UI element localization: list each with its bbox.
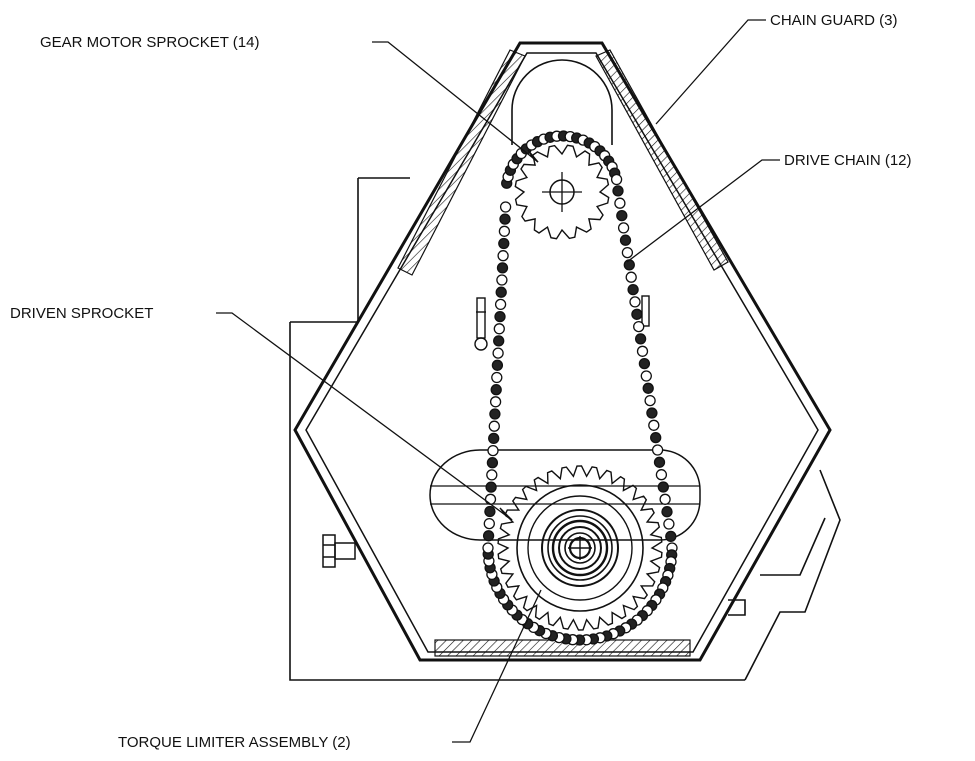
chain-link — [494, 298, 507, 311]
chain-link — [498, 237, 510, 250]
chain-link — [642, 382, 654, 394]
chain-link — [485, 481, 497, 493]
chain-link — [498, 225, 511, 237]
torque-limiter-icon — [516, 484, 644, 612]
chain-link — [616, 209, 628, 222]
leader-chain-guard — [655, 19, 766, 125]
chain-link — [490, 384, 502, 396]
chain-link — [610, 173, 623, 186]
chain-link — [614, 197, 626, 209]
chain-link — [487, 444, 499, 457]
chain-link — [495, 286, 507, 298]
chain-link — [619, 234, 632, 246]
guard-hatch-right — [595, 49, 729, 271]
chain-link — [636, 345, 649, 357]
chain-link — [663, 518, 675, 530]
chain-link — [612, 185, 624, 197]
chain-guard — [293, 41, 832, 662]
chain-link — [625, 271, 637, 283]
chain-link — [491, 371, 503, 384]
drive-chain — [482, 130, 678, 646]
chain-link — [665, 530, 677, 543]
sprocket-bracket — [429, 449, 701, 541]
chain-link — [659, 493, 671, 505]
motor-housing — [511, 59, 613, 145]
gear-motor-sprocket-icon — [514, 144, 610, 240]
chain-link — [650, 431, 662, 444]
label-drive-chain: DRIVE CHAIN (12) — [784, 152, 912, 169]
chain-link — [653, 456, 666, 468]
chain-link — [648, 419, 660, 431]
chain-link — [633, 320, 645, 333]
adjuster-bolt-icon — [474, 297, 488, 351]
label-chain-guard: CHAIN GUARD (3) — [770, 12, 898, 29]
chain-link — [631, 308, 643, 320]
chain-link — [496, 262, 509, 274]
chain-link — [634, 333, 647, 345]
chain-link — [486, 457, 499, 469]
label-torque-limiter: TORQUE LIMITER ASSEMBLY (2) — [118, 734, 351, 751]
chain-link — [617, 222, 630, 234]
side-bolt-icon — [322, 534, 356, 568]
chain-link — [484, 505, 496, 518]
chain-link — [497, 250, 509, 262]
driven-sprocket-icon — [497, 465, 663, 631]
label-gear-motor-sprocket: GEAR MOTOR SPROCKET (14) — [40, 34, 260, 51]
leader-lines — [216, 19, 780, 743]
chain-link — [638, 357, 651, 370]
chain-link — [491, 359, 504, 371]
chain-link — [484, 493, 497, 505]
chain-link — [494, 310, 506, 323]
housing-frame — [289, 177, 841, 681]
chain-link — [488, 420, 500, 432]
chain-link — [644, 394, 656, 407]
chain-link — [629, 296, 641, 308]
chain-link — [623, 259, 635, 271]
chain-link — [482, 542, 494, 554]
chain-link — [640, 370, 652, 382]
chain-link — [483, 517, 495, 530]
leader-drive-chain — [626, 159, 780, 263]
chain-link — [655, 469, 668, 481]
guard-hatch-left — [397, 49, 526, 276]
chain-link — [489, 396, 502, 408]
leader-torque-limiter — [452, 589, 542, 743]
chain-link — [486, 469, 498, 481]
adjuster-bolt-right-icon — [641, 295, 650, 327]
chain-link — [627, 283, 639, 296]
chain-link — [488, 432, 500, 445]
leader-gear-motor-sprocket — [372, 41, 539, 163]
chain-link — [492, 347, 504, 359]
label-driven-sprocket: DRIVEN SPROCKET — [10, 305, 153, 322]
leader-driven-sprocket — [216, 312, 513, 521]
chain-link — [496, 274, 508, 286]
chain-link — [661, 506, 673, 518]
chain-link — [493, 323, 505, 335]
chain-link — [646, 407, 658, 419]
chain-link — [493, 335, 505, 347]
chain-link — [499, 213, 511, 225]
chain-link — [499, 201, 512, 213]
chain-link — [482, 530, 495, 542]
chain-link — [621, 246, 634, 259]
chain-link — [651, 444, 664, 456]
chain-link — [489, 408, 501, 420]
chain-link — [657, 481, 669, 493]
